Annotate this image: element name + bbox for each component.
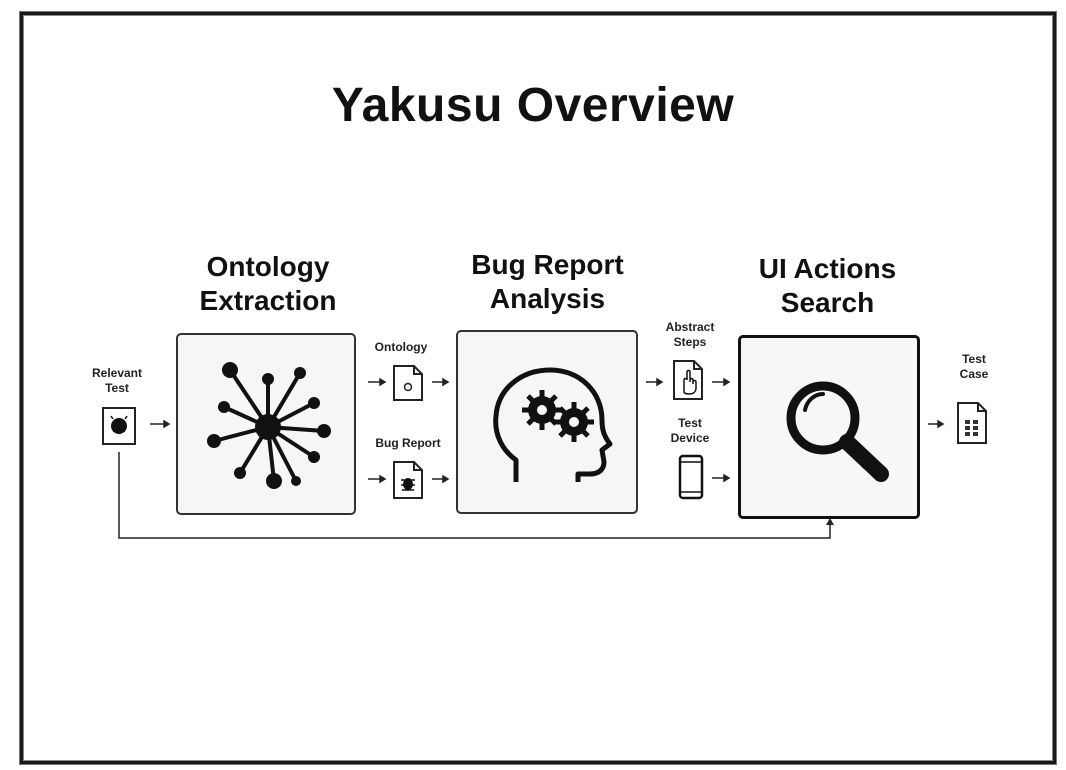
hand-pointer-document-icon: [668, 358, 708, 402]
head-gears-icon: [493, 367, 613, 482]
slide-title: Yakusu Overview: [331, 79, 735, 132]
label-bug-report: Bug Report: [375, 436, 441, 450]
ui-actions-search-box: [738, 335, 920, 519]
bug-document-icon: [388, 459, 428, 501]
spreadsheet-document-icon: [952, 400, 992, 446]
bug-report-analysis-box: [456, 330, 638, 514]
ontology-extraction-box: [176, 333, 356, 515]
android-file-icon: [101, 406, 137, 446]
stage-title-ontology-extraction: Ontology Extraction: [199, 251, 337, 316]
label-relevant-test: Relevant Test: [91, 366, 143, 395]
smartphone-icon: [678, 454, 704, 500]
label-test-device: Test Device: [670, 416, 710, 445]
magnifier-icon: [786, 381, 889, 482]
ontology-document-icon: [388, 363, 428, 403]
slide-frame: [20, 12, 1056, 764]
label-ontology: Ontology: [374, 340, 428, 354]
label-abstract-steps: Abstract Steps: [665, 320, 715, 349]
stage-title-bug-report-analysis: Bug Report Analysis: [471, 249, 624, 314]
label-test-case: Test Case: [959, 352, 989, 381]
network-graph-icon: [207, 362, 331, 489]
stage-title-ui-actions-search: UI Actions Search: [758, 253, 897, 318]
